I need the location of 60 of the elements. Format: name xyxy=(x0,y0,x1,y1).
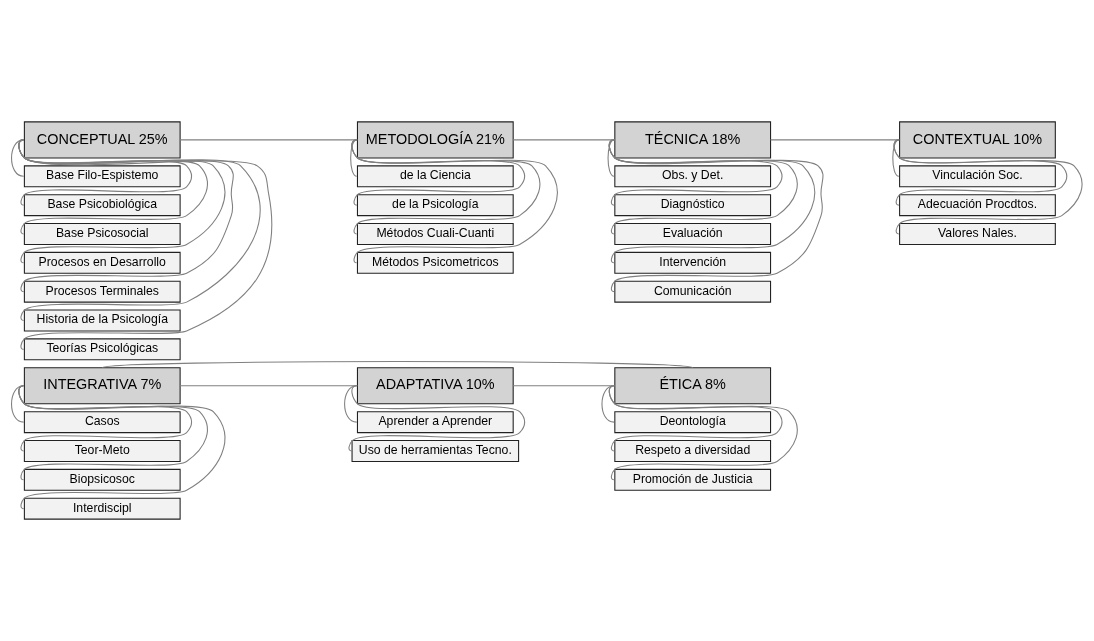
node-box: CONTEXTUAL 10% xyxy=(899,121,1056,159)
node-box: Obs. y Det. xyxy=(614,165,772,188)
node-box: Aprender a Aprender xyxy=(356,411,514,434)
node-box: TÉCNICA 18% xyxy=(614,121,772,159)
connector xyxy=(11,385,25,423)
connector xyxy=(351,139,558,264)
connector xyxy=(608,385,798,481)
node-box: Casos xyxy=(23,411,181,434)
node-box: Intervención xyxy=(614,251,772,274)
connector xyxy=(608,139,816,264)
connector xyxy=(101,361,694,369)
connector xyxy=(350,139,358,177)
connector xyxy=(11,139,25,177)
connector xyxy=(18,385,226,510)
node-box: Métodos Psicometricos xyxy=(356,251,514,274)
node-box: ADAPTATIVA 10% xyxy=(356,367,514,405)
connector xyxy=(892,139,900,177)
node-box: Teor-Meto xyxy=(23,440,181,462)
node-box: Historia de la Psicología xyxy=(23,309,181,332)
connector xyxy=(770,139,901,141)
node-box: INTEGRATIVA 7% xyxy=(23,367,181,405)
node-box: Adecuación Procdtos. xyxy=(899,194,1056,217)
connector xyxy=(351,139,525,206)
node-box: Métodos Cuali-Cuanti xyxy=(356,223,514,245)
connector xyxy=(608,139,824,293)
node-box: de la Psicología xyxy=(356,194,514,217)
connector xyxy=(608,139,798,235)
node-box: Respeto a diversidad xyxy=(614,440,772,462)
node-box: Base Psicosocial xyxy=(23,223,181,245)
node-box: Base Filo-Espistemo xyxy=(23,165,181,188)
connector xyxy=(608,139,783,206)
node-box: Vinculación Soc. xyxy=(899,165,1056,188)
node-box: METODOLOGÍA 21% xyxy=(356,121,514,159)
node-box: de la Ciencia xyxy=(356,165,514,188)
connector xyxy=(512,139,616,141)
node-box: Base Psicobiológica xyxy=(23,194,181,217)
connector xyxy=(18,139,273,350)
connector xyxy=(344,385,358,423)
node-box: Promoción de Justicia xyxy=(614,468,772,491)
connector xyxy=(512,385,616,387)
connector xyxy=(607,139,615,177)
connector xyxy=(601,385,615,423)
node-box: Comunicación xyxy=(614,280,772,303)
connector xyxy=(179,139,358,141)
node-box: Interdiscipl xyxy=(23,497,181,520)
connector xyxy=(893,139,1068,206)
connector xyxy=(351,139,541,235)
node-box: CONCEPTUAL 25% xyxy=(23,121,181,159)
connector xyxy=(348,385,525,452)
node-box: Diagnóstico xyxy=(614,194,772,217)
node-box: ÉTICA 8% xyxy=(614,367,772,405)
node-box: Uso de herramientas Tecno. xyxy=(351,440,520,462)
connector xyxy=(893,139,1083,235)
node-box: Procesos Terminales xyxy=(23,280,181,303)
node-box: Valores Nales. xyxy=(899,223,1056,245)
node-box: Biopsicosoc xyxy=(23,468,181,491)
node-box: Evaluación xyxy=(614,223,772,245)
node-box: Teorías Psicológicas xyxy=(23,338,181,361)
node-box: Procesos en Desarrollo xyxy=(23,251,181,274)
node-box: Deontología xyxy=(614,411,772,434)
